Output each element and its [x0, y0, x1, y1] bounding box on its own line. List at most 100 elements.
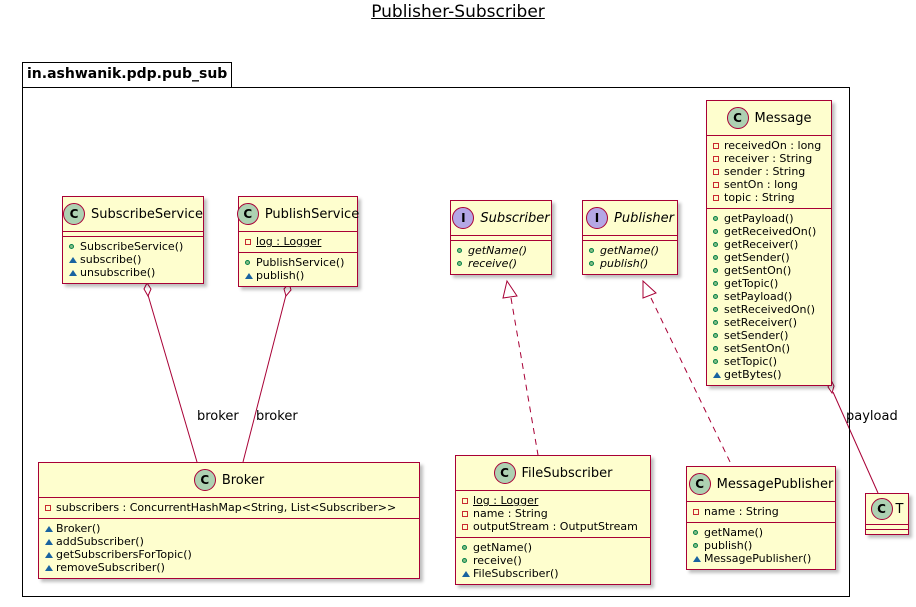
- method-text: SubscribeService(): [80, 240, 184, 253]
- class-header: C Broker: [39, 463, 419, 497]
- fields-section: subscribers : ConcurrentHashMap<String, …: [39, 497, 419, 518]
- class-header: C T: [866, 494, 908, 524]
- diagram-title: Publisher-Subscriber: [371, 2, 545, 22]
- public-visibility-icon: [69, 244, 80, 249]
- interface-stereotype-icon: I: [452, 207, 475, 229]
- private-visibility-icon: [713, 168, 724, 175]
- method-text: publish(): [600, 257, 649, 270]
- method-row: getPayload(): [713, 212, 825, 225]
- fields-section: [63, 231, 203, 236]
- messagepublisher-realization-line: [650, 297, 733, 467]
- methods-section: getPayload() getReceivedOn() getReceiver…: [707, 208, 831, 385]
- interface-name: Subscriber: [480, 210, 550, 226]
- class-stereotype-icon: C: [63, 203, 86, 225]
- field-row: sender : String: [713, 165, 825, 178]
- method-row: publish(): [245, 269, 351, 282]
- field-text: name : String: [473, 507, 548, 520]
- field-row: subscribers : ConcurrentHashMap<String, …: [45, 501, 413, 514]
- method-text: getTopic(): [724, 277, 779, 290]
- method-text: getName(): [468, 244, 528, 257]
- methods-section: getName() receive(): [451, 240, 551, 274]
- method-row: setReceivedOn(): [713, 303, 825, 316]
- private-visibility-icon: [693, 508, 704, 515]
- public-visibility-icon: [713, 346, 724, 351]
- package-visibility-icon: [713, 371, 724, 378]
- fields-section: name : String: [687, 501, 835, 522]
- method-text: getPayload(): [724, 212, 794, 225]
- method-text: FileSubscriber(): [473, 567, 559, 580]
- field-row: outputStream : OutputStream: [462, 520, 644, 533]
- method-row: setTopic(): [713, 355, 825, 368]
- method-row: getSentOn(): [713, 264, 825, 277]
- class-t[interactable]: C T: [865, 493, 909, 535]
- field-row: receiver : String: [713, 152, 825, 165]
- class-stereotype-icon: C: [726, 107, 749, 129]
- field-row: name : String: [693, 505, 829, 518]
- method-row: publish(): [589, 257, 671, 270]
- public-visibility-icon: [589, 248, 600, 253]
- method-text: getName(): [704, 526, 764, 539]
- interface-publisher[interactable]: I Publisher getName() publish(): [582, 200, 678, 275]
- package-visibility-icon: [45, 538, 56, 545]
- field-row: log : Logger: [245, 235, 351, 248]
- private-visibility-icon: [462, 510, 473, 517]
- package-frame: [22, 87, 850, 597]
- class-header: I Subscriber: [451, 201, 551, 235]
- publish-broker-line: [242, 294, 287, 463]
- methods-section: [866, 529, 908, 534]
- publisher-realization-arrow: [642, 279, 657, 299]
- method-text: setSender(): [724, 329, 789, 342]
- class-header: C SubscribeService: [63, 197, 203, 231]
- field-text: subscribers : ConcurrentHashMap<String, …: [56, 501, 397, 514]
- method-row: removeSubscriber(): [45, 561, 413, 574]
- method-text: receive(): [468, 257, 518, 270]
- method-row: unsubscribe(): [69, 266, 197, 279]
- package-visibility-icon: [69, 256, 80, 263]
- method-text: getSentOn(): [724, 264, 792, 277]
- method-text: addSubscriber(): [56, 535, 144, 548]
- method-text: getName(): [600, 244, 660, 257]
- method-text: removeSubscriber(): [56, 561, 165, 574]
- method-row: PublishService(): [245, 256, 351, 269]
- method-row: setReceiver(): [713, 316, 825, 329]
- method-text: publish(): [256, 269, 305, 282]
- fields-section: [866, 524, 908, 529]
- package-visibility-icon: [693, 555, 704, 562]
- class-message-publisher[interactable]: C MessagePublisher name : String getName…: [686, 466, 836, 570]
- method-text: getBytes(): [724, 368, 782, 381]
- method-text: setTopic(): [724, 355, 778, 368]
- method-text: unsubscribe(): [80, 266, 156, 279]
- public-visibility-icon: [457, 261, 468, 266]
- method-text: MessagePublisher(): [704, 552, 812, 565]
- method-text: getName(): [473, 541, 533, 554]
- field-row: topic : String: [713, 191, 825, 204]
- class-file-subscriber[interactable]: C FileSubscriber log : Logger name : Str…: [455, 455, 651, 585]
- method-row: getBytes(): [713, 368, 825, 381]
- public-visibility-icon: [713, 242, 724, 247]
- class-header: I Publisher: [583, 201, 677, 235]
- class-broker[interactable]: C Broker subscribers : ConcurrentHashMap…: [38, 462, 420, 579]
- private-visibility-icon: [462, 497, 473, 504]
- method-text: setReceivedOn(): [724, 303, 816, 316]
- package-visibility-icon: [245, 272, 256, 279]
- public-visibility-icon: [713, 333, 724, 338]
- class-message[interactable]: C Message receivedOn : long receiver : S…: [706, 100, 832, 386]
- method-text: getSubscribersForTopic(): [56, 548, 192, 561]
- method-row: getReceiver(): [713, 238, 825, 251]
- private-visibility-icon: [713, 181, 724, 188]
- method-row: getSubscribersForTopic(): [45, 548, 413, 561]
- package-tab: in.ashwanik.pdp.pub_sub: [22, 62, 232, 88]
- public-visibility-icon: [713, 359, 724, 364]
- field-text: sentOn : long: [724, 178, 798, 191]
- class-stereotype-icon: C: [688, 473, 711, 495]
- message-t-line: [832, 391, 879, 494]
- package-visibility-icon: [45, 525, 56, 532]
- interface-subscriber[interactable]: I Subscriber getName() receive(): [450, 200, 552, 275]
- class-subscribe-service[interactable]: C SubscribeService SubscribeService() su…: [62, 196, 204, 284]
- method-text: Broker(): [56, 522, 101, 535]
- class-publish-service[interactable]: C PublishService log : Logger PublishSer…: [236, 196, 359, 287]
- package-visibility-icon: [45, 551, 56, 558]
- method-row: getName(): [589, 244, 671, 257]
- method-row: setSender(): [713, 329, 825, 342]
